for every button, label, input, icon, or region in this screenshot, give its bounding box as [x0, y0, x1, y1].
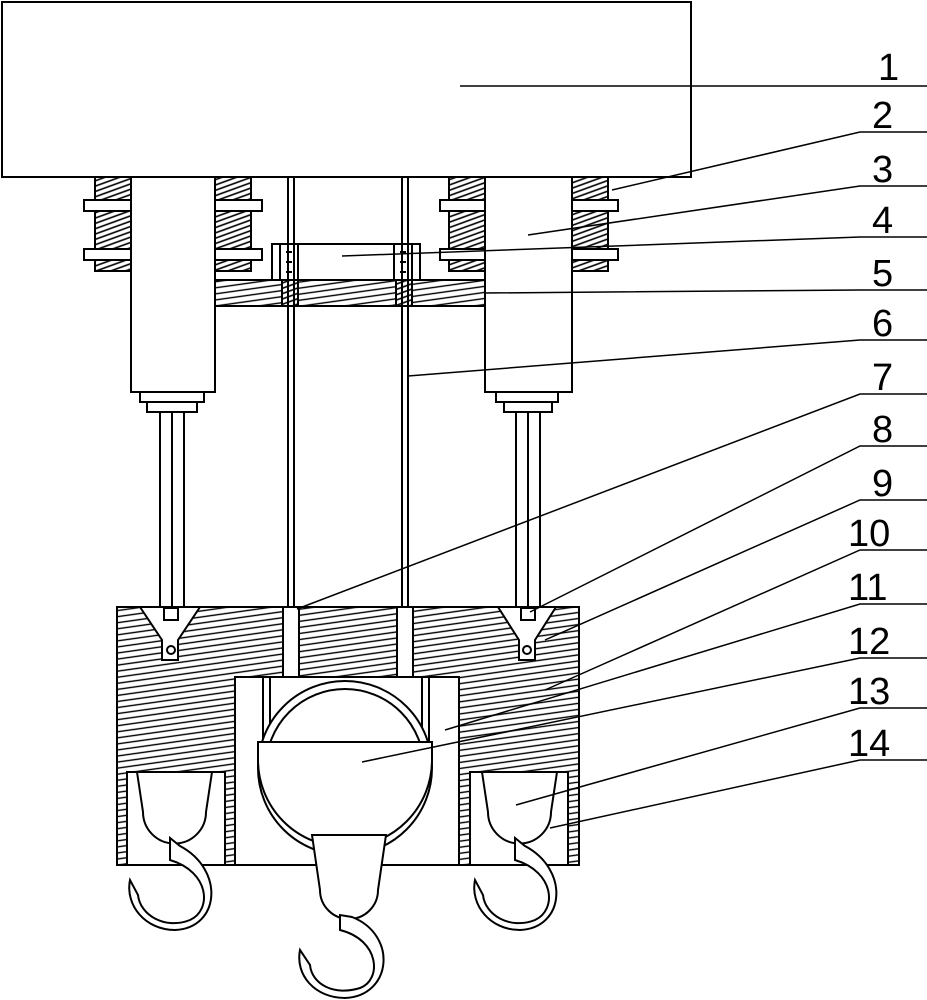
side-hook-left	[128, 771, 214, 932]
callout-label-8: 8	[872, 409, 893, 451]
pulley-wheel	[257, 680, 433, 856]
main-hook	[298, 834, 388, 1000]
callout-lines	[296, 85, 927, 829]
callout-label-5: 5	[872, 253, 893, 295]
callout-label-12: 12	[848, 621, 890, 663]
callout-label-11: 11	[848, 567, 887, 609]
callout-label-9: 9	[872, 463, 893, 505]
callout-label-1: 1	[878, 47, 899, 89]
callout-label-6: 6	[872, 303, 893, 345]
callout-label-2: 2	[872, 95, 893, 137]
callout-label-14: 14	[848, 723, 890, 765]
top-frame	[1, 1, 692, 178]
callout-labels: 1 2 3 4 5 6 7 8 9 10 11 12 13 14	[848, 47, 899, 765]
hydraulic-cylinders	[130, 176, 573, 393]
callout-label-10: 10	[848, 513, 890, 555]
callout-label-13: 13	[848, 671, 890, 713]
callout-label-4: 4	[872, 200, 893, 242]
callout-label-3: 3	[872, 149, 893, 191]
rod-mounts	[138, 606, 558, 661]
callout-label-7: 7	[872, 357, 893, 399]
side-hook-right	[473, 771, 559, 932]
cables	[287, 177, 409, 680]
piston-rods	[139, 391, 559, 609]
cross-beam	[214, 279, 486, 307]
